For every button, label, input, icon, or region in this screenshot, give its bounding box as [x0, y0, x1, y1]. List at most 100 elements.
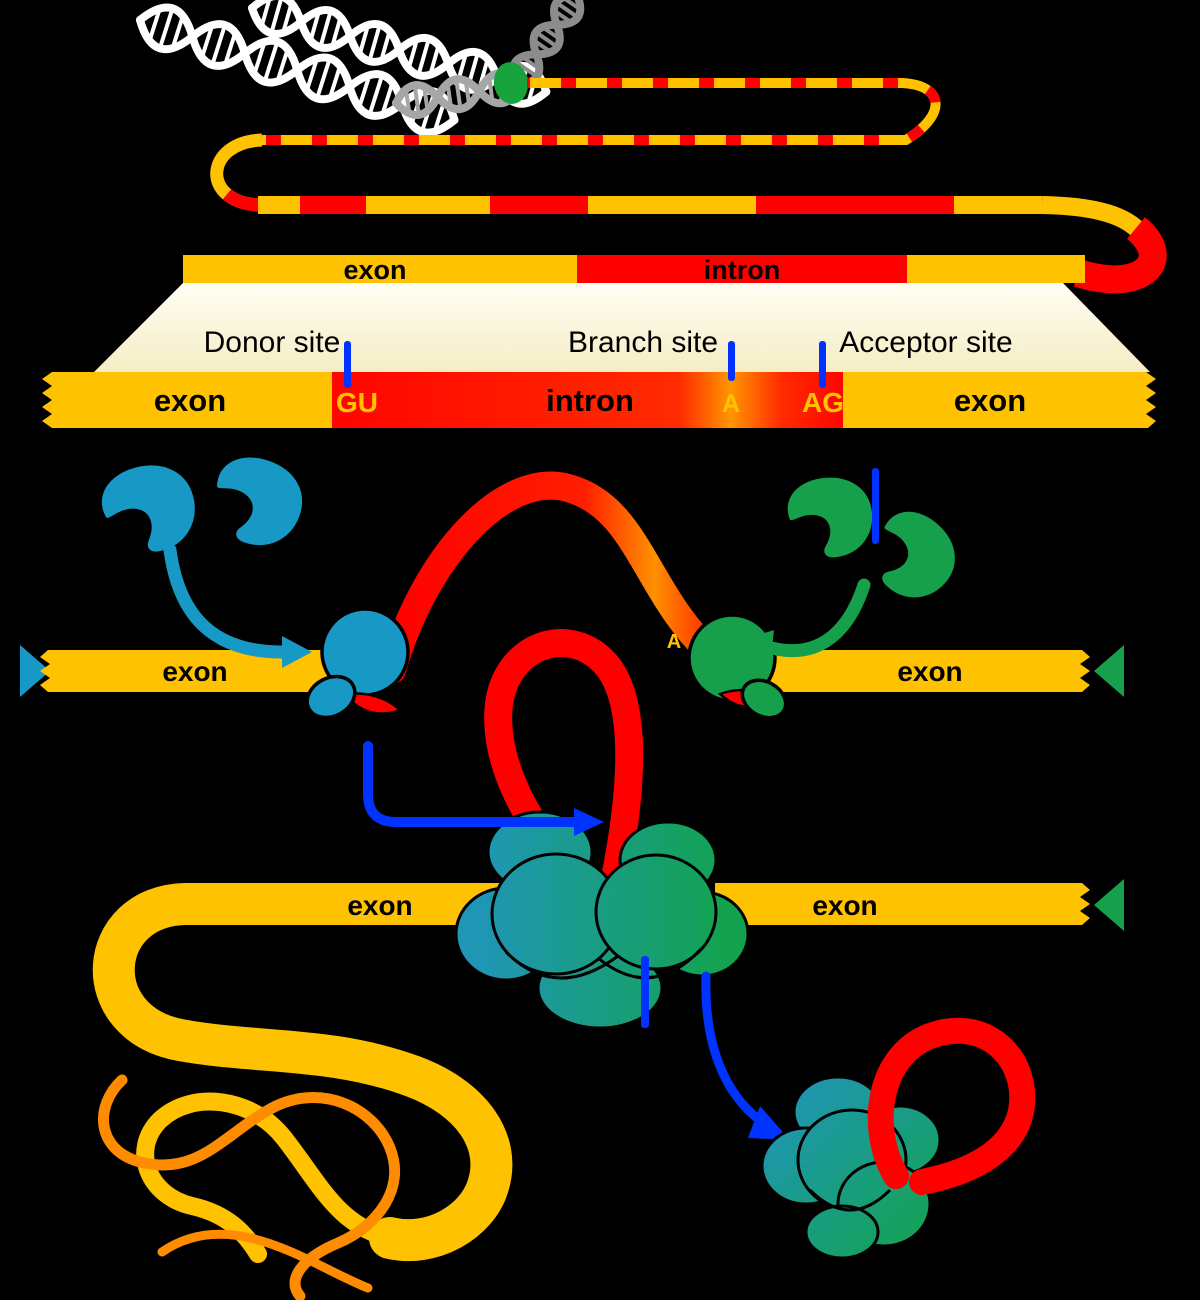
dna-base-pair-rung — [413, 87, 421, 114]
lariat-loop — [484, 629, 644, 902]
dna-base-pair-rung — [148, 10, 161, 39]
dna-base-pair-rung — [556, 2, 578, 18]
u2-snrnp-icon — [781, 470, 880, 565]
intron-loop-strand — [378, 471, 724, 684]
u1-binding-arrowhead-icon — [282, 636, 312, 668]
spliceosome-icon — [454, 810, 750, 1030]
dna-base-pair-rung — [260, 0, 272, 25]
dna-strand — [136, 16, 459, 125]
dna-helix-segment — [136, 3, 459, 137]
u1-flap — [305, 674, 357, 720]
donor-sequence-label: GU — [336, 387, 378, 418]
dna-base-pair-rung — [270, 0, 283, 32]
dna-base-pair-rung — [211, 27, 226, 63]
u2-flap — [740, 678, 788, 720]
dna-base-pair-rung — [368, 77, 384, 113]
dna-base-pair-rung — [281, 5, 293, 31]
exon-intron-bar — [183, 255, 1085, 283]
step-arrow-elbow — [363, 741, 581, 827]
dna-base-pair-rung — [407, 41, 419, 67]
right-cap-triangle-icon — [1094, 879, 1124, 931]
dna-base-pair-rung — [516, 61, 537, 78]
pre-mrna-strand — [210, 78, 1167, 294]
stage2-exon-right-label: exon — [812, 890, 877, 921]
branch-nucleotide-label: A — [722, 390, 740, 418]
dna-base-pair-rung — [422, 88, 430, 109]
branch-site-label: Branch site — [568, 326, 718, 359]
step-marker-blue-tick — [641, 956, 649, 1028]
stage2-exon-left-label: exon — [347, 890, 412, 921]
dna-base-pair-rung — [368, 26, 381, 59]
recognition-stage — [20, 444, 1124, 720]
u1-snrnp-bound-icon — [305, 607, 410, 720]
dna-strand — [509, 0, 582, 88]
dna-base-pair-rung — [171, 18, 184, 46]
exon-bar-right — [715, 883, 1090, 925]
dna-base-pair-rung — [158, 10, 174, 46]
dna-base-pair-rung — [445, 85, 453, 106]
rna-polymerase-icon — [493, 62, 529, 104]
gene-bar-intron-label: intron — [704, 255, 780, 285]
dna-base-pair-rung — [331, 19, 342, 45]
intron-end-tip — [341, 692, 403, 715]
acceptor-site-label: Acceptor site — [839, 326, 1012, 359]
release-arrow — [701, 971, 767, 1127]
dna-base-pair-rung — [319, 12, 332, 45]
u2-binding-arrow — [765, 578, 871, 658]
donor-site-marker — [344, 341, 351, 388]
mrna-orange-strand — [157, 1229, 373, 1293]
dna-base-pair-rung — [404, 91, 412, 112]
pre-mrna-turn-right-red — [1073, 217, 1167, 294]
splicing-stage — [92, 629, 1124, 1300]
spliceosome-fold — [597, 946, 704, 980]
dna-base-pair-rung — [536, 31, 557, 48]
u1-binding-arrow — [163, 543, 289, 659]
stage1-branch-a-label: A — [667, 631, 681, 653]
dna-base-pair-rung — [381, 84, 394, 113]
dna-base-pair-rung — [358, 27, 370, 53]
dna-base-pair-rung — [487, 79, 495, 100]
dna-base-pair-rung — [454, 81, 463, 108]
spliceosome-icon — [760, 1075, 942, 1260]
right-cap-triangle-icon — [1094, 645, 1124, 697]
stage1-exon-left-label: exon — [162, 656, 227, 687]
dna-base-pair-rung — [417, 40, 431, 73]
u1-snrnp-icon — [91, 452, 208, 566]
dna-base-pair-rung — [200, 27, 214, 56]
dna-strand — [392, 75, 525, 119]
pre-mrna-row1-introns — [262, 78, 941, 145]
zoom-trapezoid — [94, 283, 1150, 372]
splice-bar-exon-right-label: exon — [954, 383, 1026, 418]
u2-binding-arrowhead-icon — [742, 630, 774, 664]
dna-base-pair-rung — [263, 44, 279, 80]
pre-mrna-turn-right-outer — [1041, 196, 1145, 237]
spliceosome-lobe — [804, 1204, 880, 1260]
mrna-tail-strand — [136, 1092, 399, 1263]
dna-strand — [512, 0, 585, 88]
splice-bar-intron-label: intron — [546, 383, 634, 418]
dna-base-pair-rung — [253, 44, 266, 72]
mrna-exon-left-strand — [92, 883, 536, 1262]
splice-bar-exon-left-label: exon — [154, 383, 226, 418]
step-marker-blue-tick — [872, 468, 879, 544]
dna-base-pair-rung — [276, 51, 289, 80]
splice-bar-intron — [332, 372, 843, 428]
release-arrowhead-icon — [748, 1106, 790, 1140]
dna-base-pair-rung — [358, 77, 371, 106]
dna-base-pair-rung — [429, 47, 440, 73]
branch-site-marker — [728, 341, 735, 381]
dna-base-pair-rung — [305, 60, 318, 89]
acceptor-site-marker — [819, 341, 826, 388]
exon-bar-left — [40, 650, 340, 692]
dna-base-pair-rung — [309, 13, 321, 39]
left-cap-triangle-icon — [20, 645, 50, 697]
donor-site-label: Donor site — [204, 326, 341, 359]
step-arrowhead-icon — [574, 808, 604, 836]
spliceosome-lobe — [594, 853, 718, 971]
mrna-orange-strand — [98, 1074, 400, 1300]
exon-bar-right — [760, 650, 1090, 692]
stage1-exon-right-label: exon — [897, 656, 962, 687]
lariat-loop — [867, 1017, 1036, 1195]
